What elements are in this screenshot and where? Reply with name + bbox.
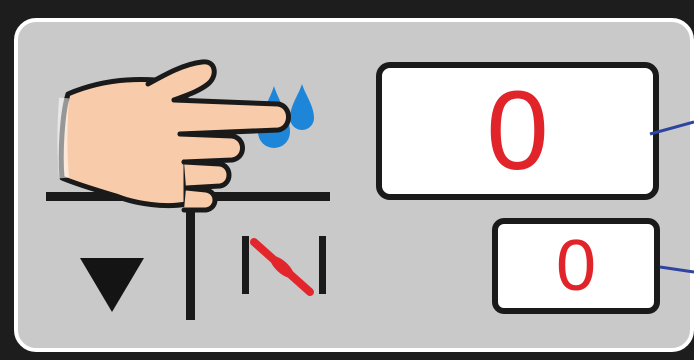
secondary-display-leader xyxy=(660,267,694,272)
secondary-display: 0 xyxy=(492,218,660,314)
main-display-value: 0 xyxy=(486,75,548,187)
secondary-display-value: 0 xyxy=(556,230,596,302)
main-display: 0 xyxy=(376,62,659,200)
down-arrow-icon xyxy=(78,254,146,314)
leader-lines xyxy=(648,112,694,282)
pointing-hand-icon xyxy=(56,54,296,214)
main-display-leader xyxy=(650,122,694,134)
valve-icon xyxy=(240,234,330,298)
